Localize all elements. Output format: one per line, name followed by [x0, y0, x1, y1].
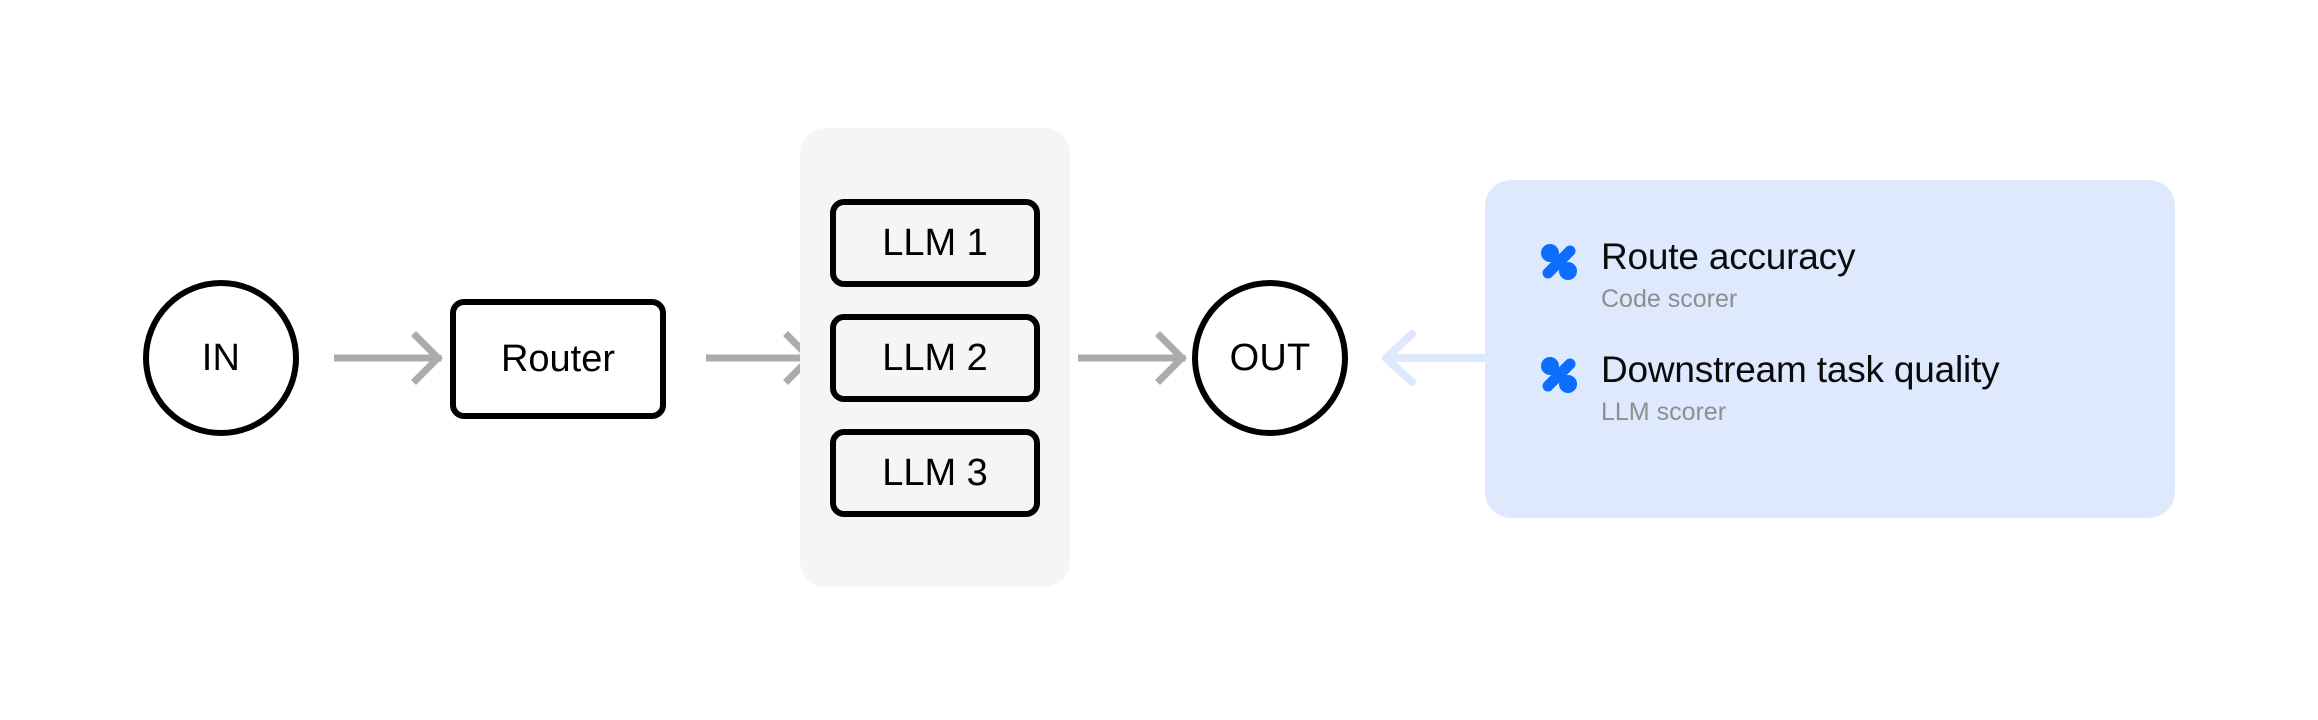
scorer-title: Route accuracy: [1601, 236, 1856, 277]
llm-box-2[interactable]: LLM 2: [830, 313, 1040, 402]
node-router-label: Router: [500, 338, 616, 380]
llm-group-container: LLM 1 LLM 2 LLM 3: [800, 128, 1070, 587]
scorer-subtitle: Code scorer: [1601, 284, 1738, 313]
llm-box-1[interactable]: LLM 1: [830, 198, 1040, 287]
node-output[interactable]: OUT: [1192, 280, 1348, 436]
arrow-llm-group-to-out: [1078, 330, 1194, 386]
llm-box-3[interactable]: LLM 3: [830, 428, 1040, 517]
node-input-label: IN: [201, 337, 241, 379]
node-router[interactable]: Router: [450, 299, 666, 419]
percent-scorer-icon: [1539, 242, 1579, 282]
node-input[interactable]: IN: [143, 280, 299, 436]
llm-box-3-label: LLM 3: [882, 451, 988, 494]
scorer-title: Downstream task quality: [1601, 349, 2000, 391]
scorer-text-route-accuracy: Route accuracy Code scorer: [1601, 236, 1855, 315]
scorer-subtitle: LLM scorer: [1601, 398, 1727, 427]
node-output-label: OUT: [1229, 337, 1311, 379]
scorer-panel: Route accuracy Code scorer Downstream ta…: [1485, 180, 2175, 518]
scorer-item-route-accuracy[interactable]: Route accuracy Code scorer: [1539, 236, 2175, 315]
scorer-text-downstream-task-quality: Downstream task quality LLM scorer: [1601, 349, 2000, 428]
llm-box-2-label: LLM 2: [882, 336, 988, 379]
scorer-item-downstream-task-quality[interactable]: Downstream task quality LLM scorer: [1539, 349, 2175, 428]
arrow-scorers-to-out: [1372, 330, 1498, 386]
percent-scorer-icon: [1539, 355, 1579, 395]
arrow-in-to-router: [334, 330, 450, 386]
llm-box-1-label: LLM 1: [882, 221, 988, 264]
